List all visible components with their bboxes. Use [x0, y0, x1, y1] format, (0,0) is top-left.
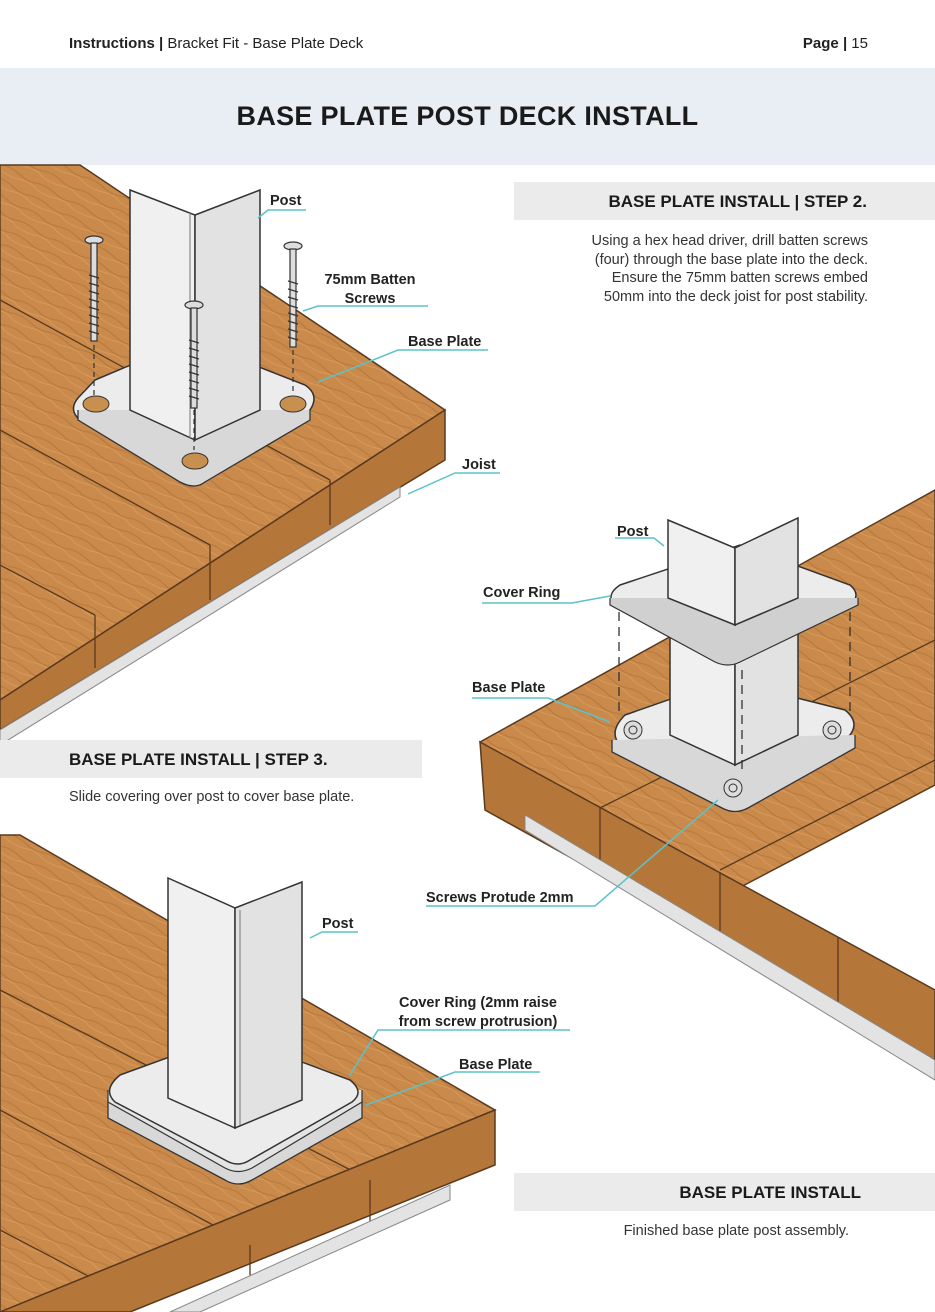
- post: [167, 876, 236, 1130]
- figure-final: Post Cover Ring (2mm raise from screw pr…: [0, 834, 570, 1312]
- joist: [0, 486, 401, 746]
- step3-text: Slide covering over post to cover base p…: [69, 789, 355, 805]
- final-heading-band: BASE PLATE INSTALL: [514, 1173, 935, 1211]
- deck-front: [0, 408, 446, 731]
- step2-text-line: Using a hex head driver, drill batten sc…: [591, 233, 868, 249]
- post: [129, 188, 196, 442]
- step2-text-line: Ensure the 75mm batten screws embed: [611, 270, 868, 286]
- figure-step3: Post Cover Ring Base Plate Screws Protud…: [426, 489, 935, 1081]
- step2-text-line: 50mm into the deck joist for post stabil…: [603, 288, 868, 305]
- label-post: Post: [270, 193, 302, 209]
- joist: [169, 1184, 451, 1312]
- step2-text: Using a hex head driver, drill batten sc…: [508, 232, 868, 306]
- step3-heading-band: BASE PLATE INSTALL | STEP 3.: [0, 740, 422, 778]
- label-batten-screws: 75mm Batten: [324, 272, 415, 288]
- label-base-plate: Base Plate: [459, 1057, 532, 1073]
- step2-heading: BASE PLATE INSTALL | STEP 2.: [608, 192, 867, 211]
- label-screws-protrude: Screws Protude 2mm: [426, 890, 573, 906]
- label-post: Post: [322, 916, 354, 932]
- label-cover-ring: Cover Ring (2mm raise: [399, 995, 557, 1011]
- deck-front: [0, 1108, 496, 1312]
- step2-text-line: (four) through the base plate into the d…: [594, 251, 868, 268]
- figure-step2: Post 75mm Batten Screws Base Plate Joist: [0, 164, 500, 746]
- header-page-number: Page | 15: [802, 35, 868, 52]
- header-document-title: Instructions | Bracket Fit - Base Plate …: [69, 35, 364, 52]
- deck-front: [479, 740, 935, 1061]
- title-band: BASE PLATE POST DECK INSTALL: [0, 68, 935, 165]
- label-base-plate: Base Plate: [472, 680, 545, 696]
- final-heading: BASE PLATE INSTALL: [679, 1183, 861, 1202]
- label-cover-ring: Cover Ring: [483, 585, 560, 601]
- label-post: Post: [617, 524, 649, 540]
- batten-screw: [283, 241, 303, 395]
- label-joist: Joist: [462, 457, 496, 473]
- step3-heading: BASE PLATE INSTALL | STEP 3.: [69, 750, 328, 769]
- batten-screw: [184, 300, 204, 450]
- step2-heading-band: BASE PLATE INSTALL | STEP 2.: [514, 182, 935, 220]
- label-batten-screws-2: Screws: [345, 291, 396, 307]
- label-cover-ring-2: from screw protrusion): [399, 1014, 558, 1030]
- joist: [524, 814, 935, 1081]
- page-title: BASE PLATE POST DECK INSTALL: [236, 101, 699, 131]
- batten-screw: [84, 235, 104, 395]
- label-base-plate: Base Plate: [408, 334, 481, 350]
- final-text: Finished base plate post assembly.: [623, 1223, 849, 1239]
